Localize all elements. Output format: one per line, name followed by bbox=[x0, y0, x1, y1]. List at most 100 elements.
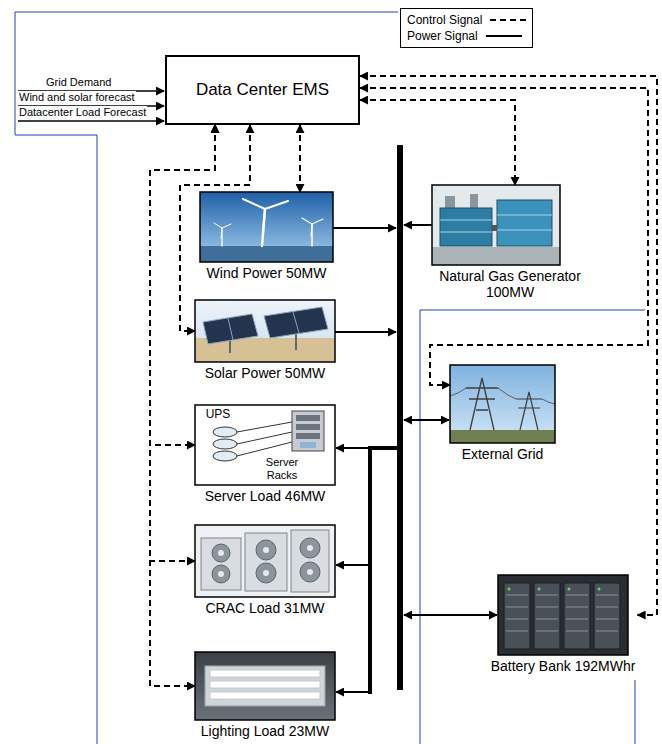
crac-unit-picture bbox=[256, 540, 276, 560]
lighting-picture bbox=[195, 652, 335, 720]
gas-generator-picture bbox=[497, 215, 552, 216]
power-wire bbox=[336, 447, 368, 449]
power-wire bbox=[336, 564, 368, 566]
battery-rack-picture bbox=[598, 588, 601, 591]
battery-rack-picture bbox=[538, 588, 541, 591]
power-wire bbox=[404, 419, 449, 421]
lighting-picture bbox=[195, 652, 335, 720]
crac-unit-picture bbox=[195, 525, 335, 597]
battery-rack-picture bbox=[504, 583, 530, 649]
wind-farm-picture bbox=[302, 218, 312, 224]
crac-node: CRAC Load 31MW bbox=[195, 525, 335, 616]
battery-rack-picture bbox=[498, 575, 628, 655]
gas-generator-picture bbox=[432, 185, 560, 265]
crac-unit-picture bbox=[300, 538, 320, 558]
legend-sample bbox=[490, 15, 526, 25]
gas-generator-picture bbox=[440, 232, 492, 233]
server-ups-picture bbox=[237, 432, 292, 444]
picture-space bbox=[200, 192, 333, 262]
battery-rack-picture bbox=[534, 583, 560, 649]
server-node: UPSServer RacksServer Load 46MW bbox=[195, 405, 335, 504]
grid-node: External Grid bbox=[450, 365, 555, 462]
input-arrow bbox=[18, 120, 164, 122]
crac-unit-picture bbox=[212, 565, 230, 583]
lighting-picture bbox=[205, 666, 325, 706]
crac-unit-picture bbox=[291, 530, 329, 592]
gas-generator-picture bbox=[497, 200, 552, 246]
power-grid-picture bbox=[450, 430, 555, 443]
crac-unit-picture bbox=[218, 550, 224, 556]
wind-farm-picture bbox=[200, 192, 333, 262]
crac-unit-picture bbox=[195, 525, 335, 597]
crac-unit-picture bbox=[212, 538, 320, 583]
legend-line bbox=[486, 35, 522, 37]
power-grid-picture bbox=[450, 388, 555, 404]
solar-panel-picture bbox=[264, 307, 328, 338]
node-caption: Solar Power 50MW bbox=[195, 365, 335, 381]
power-grid-picture bbox=[516, 392, 542, 430]
lighting-picture bbox=[195, 652, 335, 720]
gas-generator-picture bbox=[440, 215, 552, 232]
solar-panel-picture bbox=[203, 314, 258, 344]
picture-space bbox=[195, 525, 335, 597]
power-grid-picture bbox=[466, 378, 498, 430]
legend-row: Control Signal bbox=[407, 12, 526, 28]
battery-rack-picture bbox=[508, 588, 511, 591]
legend-box: Control SignalPower Signal bbox=[400, 8, 533, 48]
battery-rack-picture bbox=[506, 595, 618, 631]
crac-unit-picture bbox=[245, 533, 287, 591]
crac-unit-picture bbox=[195, 525, 335, 597]
solar-panel-picture bbox=[229, 340, 231, 353]
crac-unit-picture bbox=[307, 545, 313, 551]
crac-unit-picture bbox=[201, 538, 241, 590]
wind-farm-picture bbox=[312, 219, 323, 224]
gas-generator-picture bbox=[445, 196, 455, 209]
solar-node: Solar Power 50MW bbox=[195, 300, 335, 381]
server-ups-picture bbox=[296, 424, 320, 430]
crac-unit-picture bbox=[218, 545, 313, 577]
lighting-picture bbox=[210, 692, 320, 699]
part-label: Server Racks bbox=[257, 456, 307, 482]
power-wire bbox=[368, 446, 400, 450]
battery-rack-picture bbox=[564, 583, 590, 649]
wind-node: Wind Power 50MW bbox=[200, 192, 333, 281]
control-signal bbox=[150, 125, 215, 445]
gas-generator-picture bbox=[440, 220, 492, 221]
signal-label: Datacenter Load Forecast bbox=[18, 106, 147, 119]
gas-generator-picture bbox=[492, 225, 497, 231]
box-title: Data Center EMS bbox=[196, 80, 329, 100]
picture-space bbox=[195, 652, 335, 720]
wind-farm-picture bbox=[243, 199, 265, 209]
server-ups-picture bbox=[300, 442, 316, 448]
node-caption: Battery Bank 192MWhr bbox=[489, 658, 638, 674]
signal-label: Grid Demand bbox=[45, 76, 112, 89]
generator-node: Natural Gas Generator 100MW bbox=[420, 185, 600, 300]
crac-unit-picture bbox=[263, 570, 269, 576]
power-wire bbox=[404, 614, 497, 616]
node-caption: CRAC Load 31MW bbox=[195, 600, 335, 616]
server-ups-picture bbox=[213, 451, 237, 461]
battery-rack-picture bbox=[498, 575, 628, 655]
wind-farm-picture bbox=[214, 199, 323, 246]
battery-rack-picture bbox=[594, 583, 620, 649]
crac-unit-picture bbox=[256, 563, 276, 583]
page-frame-line bbox=[635, 680, 636, 744]
control-signal bbox=[360, 100, 515, 185]
wind-farm-picture bbox=[214, 223, 222, 228]
gas-generator-picture bbox=[432, 185, 560, 265]
server-ups-picture bbox=[296, 415, 320, 421]
solar-panel-picture bbox=[295, 334, 297, 350]
crac-unit-picture bbox=[263, 547, 269, 553]
picture-space bbox=[420, 185, 600, 265]
wind-farm-picture bbox=[265, 201, 288, 209]
gas-generator-picture bbox=[440, 208, 492, 246]
server-ups-picture bbox=[213, 439, 237, 449]
solar-panel-picture bbox=[195, 300, 335, 362]
gas-generator-picture bbox=[432, 185, 560, 265]
battery-rack-picture bbox=[508, 588, 601, 591]
picture-space bbox=[450, 365, 555, 443]
server-ups-picture bbox=[237, 422, 292, 456]
page-frame-line bbox=[15, 12, 645, 744]
crac-unit-picture bbox=[307, 569, 313, 575]
